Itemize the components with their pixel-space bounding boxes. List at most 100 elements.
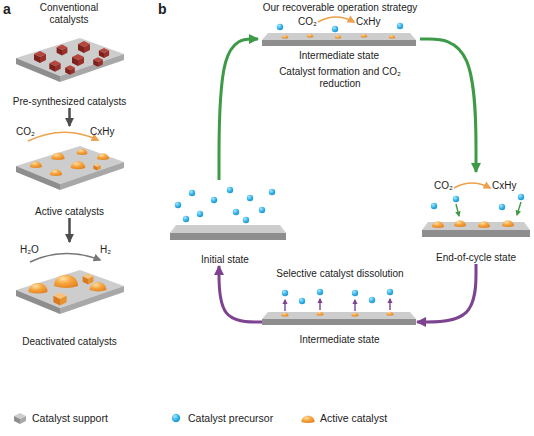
catalyst-precursor [282, 290, 288, 296]
catalyst-symbol [301, 416, 314, 423]
active-catalyst [316, 312, 323, 316]
catalyst-support [422, 222, 530, 237]
active-catalyst [361, 34, 368, 38]
catalyst-support [60, 54, 124, 82]
deactivated-catalyst [28, 283, 47, 294]
catalyst-precursor [175, 187, 275, 223]
legend-text: Catalyst precursor [188, 412, 273, 424]
reaction-arrow [454, 183, 490, 188]
state-platform: Intermediate state [262, 286, 417, 346]
active-catalyst [50, 169, 62, 176]
state-platform: CO₂CxHyIntermediate state [258, 16, 420, 62]
active-catalyst [77, 149, 88, 155]
presynthesized-catalyst [78, 41, 90, 53]
active-catalyst [351, 313, 358, 317]
legend-text: Active catalyst [320, 412, 387, 424]
catalyst-precursor [352, 290, 358, 296]
catalyst-support [16, 38, 124, 82]
catalyst-support [422, 230, 530, 237]
state-label: Pre-synthesized catalysts [0, 96, 167, 108]
active-catalyst [282, 34, 396, 39]
catalyst-precursor [183, 216, 189, 222]
catalyst-precursor [499, 204, 505, 210]
cycle-arrow [219, 39, 258, 180]
catalyst-precursor [189, 190, 195, 196]
catalyst-precursor [243, 217, 249, 223]
presynthesized-catalyst [93, 57, 103, 67]
chemical-formula: H₂O [20, 244, 39, 256]
state-label: Deactivated catalysts [0, 336, 167, 348]
legend-text: Catalyst support [32, 412, 108, 424]
state-platform: CO₂CxHyEnd-of-cycle state [420, 172, 532, 264]
active-catalyst [30, 161, 42, 168]
dissolution-arrow [319, 299, 320, 310]
catalyst-support [262, 33, 416, 46]
catalyst-precursor [397, 23, 403, 29]
catalyst-support [60, 162, 124, 190]
catalyst-support [170, 225, 286, 240]
presynthesized-catalyst [34, 51, 46, 63]
legend-entry: Active catalyst [300, 410, 387, 426]
deactivated-catalyst [28, 274, 106, 306]
state-label: Initial state [135, 254, 315, 266]
active-catalyst [281, 312, 393, 317]
presynthesized-catalyst [49, 60, 60, 71]
catalyst-precursor [227, 187, 233, 193]
panel-heading: Conventional catalysts [34, 2, 104, 26]
dissolution-arrow [389, 299, 390, 310]
state-label: End-of-cycle state [390, 252, 534, 264]
presynthesized-catalyst [99, 48, 109, 58]
catalyst-precursor [233, 209, 239, 215]
presynthesized-catalyst [34, 41, 109, 75]
catalyst-precursor [317, 289, 323, 295]
legend-swatch [12, 411, 28, 425]
active-catalyst [281, 313, 288, 317]
presynthesized-catalyst [57, 45, 68, 56]
active-catalyst [71, 161, 85, 169]
chemical-formula: CxHy [356, 16, 380, 28]
presynthesized-catalyst [72, 54, 84, 66]
dissolution-arrow [284, 300, 285, 311]
catalyst-precursor [282, 289, 393, 304]
chemical-formula: CO₂ [16, 126, 35, 138]
support-symbol [20, 416, 26, 424]
catalyst-support [16, 166, 60, 190]
catalyst-precursor [453, 196, 459, 202]
catalyst-precursor [247, 195, 253, 201]
catalyst-precursor [277, 23, 403, 32]
active-catalyst [30, 149, 109, 176]
cycle-arrow [68, 218, 71, 242]
state-platform: H₂OH₂Deactivated catalysts [2, 242, 137, 348]
process-label: Selective catalyst dissolution [250, 268, 430, 280]
presynthesized-catalyst [65, 65, 75, 75]
side-reaction-arrow [30, 253, 100, 262]
dissolution-arrow [354, 300, 355, 311]
state-platform: Initial state [165, 180, 285, 266]
catalyst-support [262, 319, 416, 325]
active-catalyst [307, 34, 314, 38]
chemical-formula: H₂ [100, 244, 111, 256]
active-catalyst [432, 221, 444, 228]
chemical-formula: CO₂ [298, 16, 317, 28]
process-label: Catalyst formation and CO₂ reduction [274, 66, 406, 90]
state-label: Intermediate state [228, 50, 450, 62]
deposition-arrow [456, 204, 459, 216]
support-symbol [14, 416, 20, 424]
state-platform: CO₂CxHyActive catalysts [2, 126, 137, 218]
chemical-formula: CO₂ [434, 180, 453, 192]
active-catalyst [389, 35, 396, 39]
catalyst-support [16, 270, 124, 314]
catalyst-precursor [259, 207, 265, 213]
active-catalyst [502, 220, 514, 227]
active-catalyst [97, 153, 109, 160]
legend-swatch [168, 411, 184, 425]
catalyst-support [170, 233, 286, 240]
deactivated-catalyst [90, 282, 107, 291]
catalyst-precursor [197, 211, 203, 217]
deposition-arrow [517, 202, 521, 215]
deactivated-catalyst [53, 292, 66, 305]
catalyst-precursor [332, 26, 338, 32]
reaction-arrow [28, 132, 98, 141]
